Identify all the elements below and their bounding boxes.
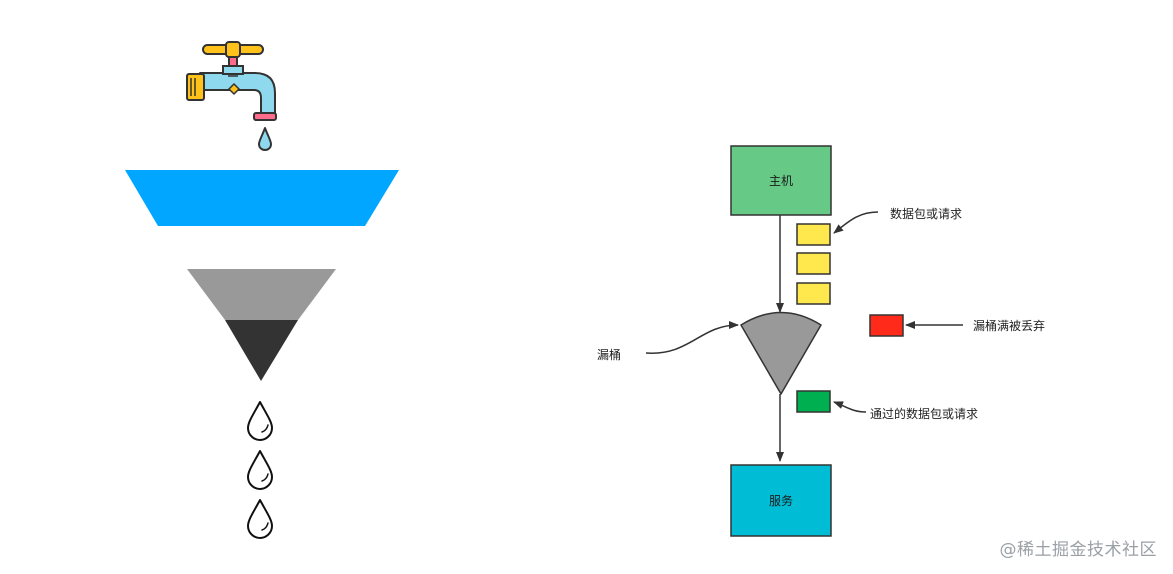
bucket-pointer-arrow	[645, 321, 739, 354]
packets-pointer-arrow	[833, 211, 879, 234]
packet-box	[796, 223, 831, 246]
passed-pointer-arrow	[833, 401, 867, 413]
packet-box	[796, 282, 831, 305]
host-box	[730, 145, 832, 216]
leaky-bucket	[740, 311, 822, 395]
packets-label: 数据包或请求	[890, 206, 962, 221]
service-label: 服务	[769, 493, 793, 508]
funnel-top	[187, 269, 336, 320]
watermark: @稀土掘金技术社区	[999, 540, 1157, 560]
passed-packet-box	[796, 390, 831, 413]
bucket-label: 漏桶	[597, 347, 621, 362]
water-drop-icon	[247, 401, 273, 441]
host-label: 主机	[769, 174, 793, 188]
faucet-drop-icon	[258, 127, 272, 151]
water-drop-icon	[247, 450, 273, 490]
dropped-packet-box	[869, 314, 904, 337]
water-drop-icon	[247, 499, 273, 539]
passed-label: 通过的数据包或请求	[870, 406, 978, 421]
funnel-bottom	[225, 320, 298, 381]
faucet-icon	[186, 41, 277, 121]
water-trapezoid	[125, 170, 399, 226]
packet-box	[796, 252, 831, 275]
service-box	[730, 464, 832, 537]
dropped-label: 漏桶满被丢弃	[973, 318, 1045, 333]
